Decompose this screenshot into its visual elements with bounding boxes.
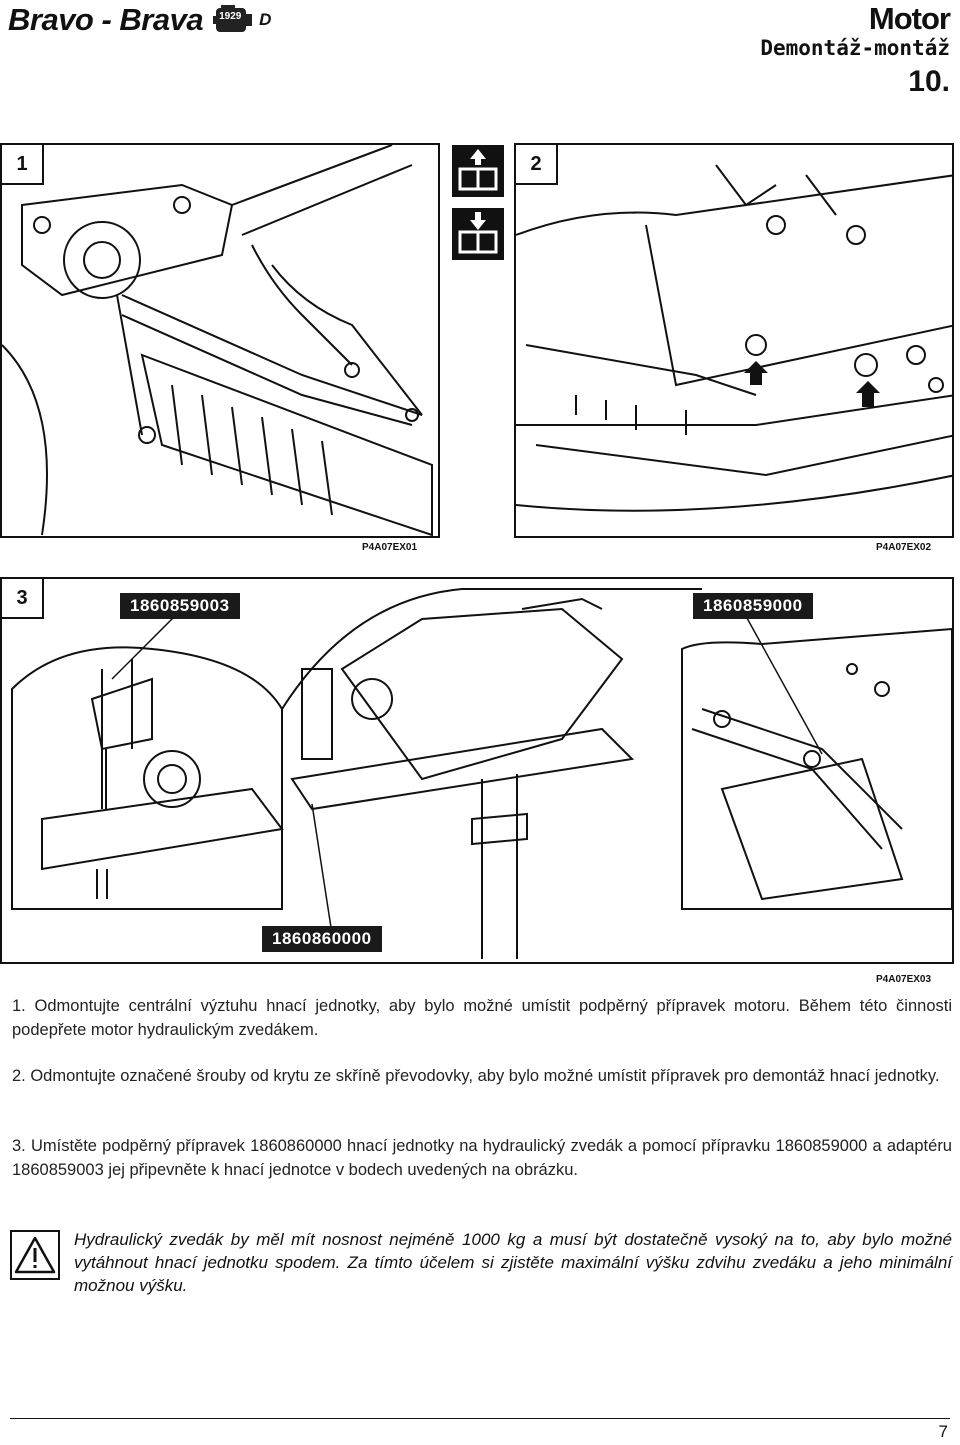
figure-3-caption: P4A07EX03 (876, 974, 932, 985)
header-left: Bravo - Brava 1929 D (8, 2, 271, 38)
figure-3-drawing (11, 588, 952, 959)
paragraph-2: 2. Odmontujte označené šrouby od krytu z… (12, 1067, 940, 1085)
footer-divider (10, 1418, 950, 1419)
section-number: 10. (908, 65, 950, 98)
figure-2-caption: P4A07EX02 (876, 542, 932, 553)
remove-icon (452, 145, 504, 197)
label-tool: 1860859000 (693, 593, 813, 619)
section-title: Motor (868, 1, 951, 36)
engine-code: 1929 (219, 11, 242, 22)
figure-number: 2 (516, 145, 558, 185)
paragraph-3: 3. Umístěte podpěrný přípravek 186086000… (12, 1137, 952, 1179)
fuel-type: D (259, 10, 272, 29)
figure-2: 2 (514, 143, 954, 538)
warning-icon (10, 1230, 60, 1280)
figure-number: 1 (2, 145, 44, 185)
figure-2-drawing (516, 164, 952, 512)
figure-number: 3 (2, 579, 44, 619)
label-support: 1860860000 (262, 926, 382, 952)
subsection-title: Demontáž-montáž (760, 36, 950, 60)
header-right: Motor Demontáž-montáž 10. (760, 1, 951, 102)
figure-1-drawing (2, 145, 433, 536)
engine-icon: 1929 (213, 5, 255, 35)
label-adapter: 1860859003 (120, 593, 240, 619)
figure-1-caption: P4A07EX01 (362, 542, 418, 553)
warning-text: Hydraulický zvedák by měl mít nosnost ne… (74, 1230, 952, 1295)
figure-1: 1 (0, 143, 440, 538)
figure-3: 3 (0, 577, 954, 964)
paragraph-1: 1. Odmontujte centrální výztuhu hnací je… (12, 997, 952, 1039)
refit-icon (452, 208, 504, 260)
page-number: 7 (938, 1422, 948, 1441)
brand-title: Bravo - Brava (8, 2, 204, 37)
